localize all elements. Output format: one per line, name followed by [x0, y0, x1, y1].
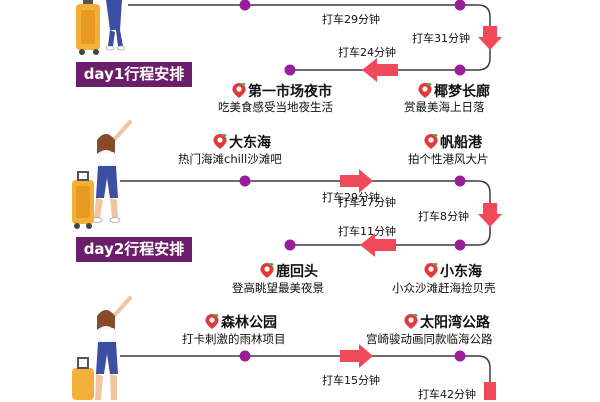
- day2-stop-3-name: 鹿回头: [260, 262, 318, 281]
- day2-stop-3-label: 鹿回头: [276, 264, 318, 280]
- day2-node-1: [239, 175, 251, 187]
- day1-node-1: [239, 0, 251, 11]
- day3-node-2: [454, 350, 466, 362]
- day2-node-4: [284, 239, 296, 251]
- day2-stop-4-name: 小东海: [424, 262, 482, 281]
- day1-title-badge: day1行程安排: [76, 62, 192, 87]
- day1-node-3: [454, 64, 466, 76]
- day3-stop-2-desc: 宫崎骏动画同款临海公路: [366, 332, 493, 346]
- day2-stop-3-desc: 登高眺望最美夜景: [232, 281, 324, 295]
- day1-node-4: [284, 64, 296, 76]
- map-pin-icon: [424, 133, 438, 149]
- map-pin-icon: [418, 82, 432, 98]
- traveler-illustration-day2: [72, 120, 132, 229]
- day2-node-3: [454, 239, 466, 251]
- day3-stop-2-name: 太阳湾公路: [404, 313, 490, 332]
- day2-stop-1-label: 大东海: [229, 135, 271, 151]
- day2-arrow-left-icon: [360, 233, 396, 257]
- day1-stop-1-desc: 吃美食感受当地夜生活: [218, 100, 333, 114]
- day1-stop-2-label: 椰梦长廊: [434, 84, 490, 100]
- day3-ride-2: 打车42分钟: [418, 388, 476, 401]
- day2-node-2: [454, 175, 466, 187]
- day3-ride-1: 打车15分钟: [322, 374, 380, 387]
- day2-stop-1-desc: 热门海滩chill沙滩吧: [178, 152, 282, 166]
- day2-arrow-right-icon: [340, 169, 373, 193]
- day2-stop-1-name: 大东海: [213, 133, 271, 152]
- day2-route-turn: [290, 180, 491, 246]
- day2-title-badge: day2行程安排: [76, 237, 192, 262]
- day2-ride-1: 打车29分钟: [322, 191, 380, 204]
- day1-node-2: [454, 0, 466, 11]
- day1-stop-1-label: 第一市场夜市: [248, 84, 332, 100]
- day3-node-1: [239, 350, 251, 362]
- map-pin-icon: [424, 262, 438, 278]
- map-pin-icon: [205, 313, 219, 329]
- day3-route-turn: [477, 355, 491, 400]
- traveler-illustration-day3: [72, 296, 132, 400]
- map-pin-icon: [213, 133, 227, 149]
- day1-arrow-left-icon: [362, 58, 398, 82]
- day2-stop-4-label: 小东海: [440, 264, 482, 280]
- day2-stop-2-desc: 拍个性港风大片: [408, 152, 489, 166]
- day1-route-turn: [290, 4, 491, 71]
- day1-stop-1-name: 第一市场夜市: [232, 82, 332, 101]
- map-pin-icon: [260, 262, 274, 278]
- map-pin-icon: [404, 313, 418, 329]
- day3-arrow-down-icon: [484, 382, 496, 400]
- map-pin-icon: [232, 82, 246, 98]
- day1-ride-1: 打车29分钟: [322, 13, 380, 26]
- traveler-illustration-day1: [76, 0, 126, 55]
- day3-arrow-right-icon: [340, 344, 373, 368]
- day3-stop-2-label: 太阳湾公路: [420, 315, 490, 331]
- day1-arrow-down-icon: [478, 26, 502, 50]
- day2-ride-4: 打车11分钟: [338, 225, 396, 238]
- day2-stop-2-name: 帆船港: [424, 133, 482, 152]
- day3-stop-1-label: 森林公园: [221, 315, 277, 331]
- day2-ride-3: 打车8分钟: [418, 210, 469, 223]
- day1-ride-3: 打车24分钟: [338, 46, 396, 59]
- day2-stop-4-desc: 小众沙滩赶海捡贝壳: [392, 281, 496, 295]
- day1-stop-2-desc: 赏最美海上日落: [404, 100, 485, 114]
- day2-ride-2: 打车17分钟: [338, 196, 396, 209]
- day2-arrow-down-icon: [478, 203, 502, 227]
- day1-stop-2-name: 椰梦长廊: [418, 82, 490, 101]
- day1-ride-2: 打车31分钟: [412, 32, 470, 45]
- day2-stop-2-label: 帆船港: [440, 135, 482, 151]
- day3-stop-1-name: 森林公园: [205, 313, 277, 332]
- day3-stop-1-desc: 打卡刺激的雨林项目: [182, 332, 286, 346]
